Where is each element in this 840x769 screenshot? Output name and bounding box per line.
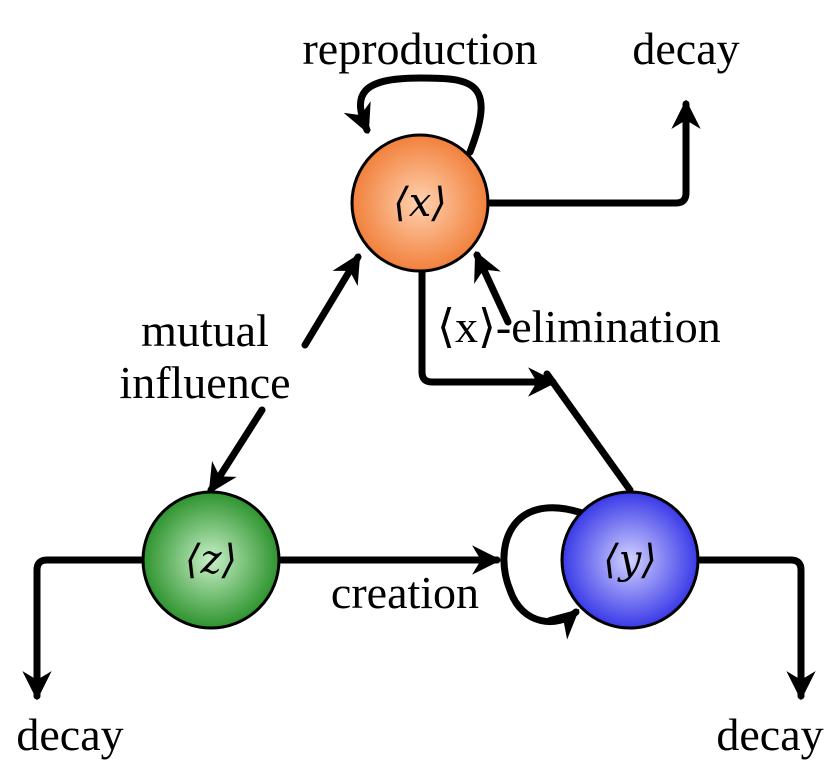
reproduction-label: reproduction bbox=[302, 23, 537, 74]
y-decay-arrow bbox=[696, 556, 816, 701]
node-x: ⟨x⟩ bbox=[350, 133, 490, 273]
decay-top-label: decay bbox=[632, 23, 739, 74]
node-y: ⟨y⟩ bbox=[560, 490, 700, 630]
node-z-label: ⟨z⟩ bbox=[185, 537, 237, 583]
x-elimination-to-x-arrow bbox=[473, 250, 512, 326]
x-to-elimination-path bbox=[418, 268, 558, 397]
y-self-loop-arrow bbox=[500, 504, 586, 640]
y-elimination-line bbox=[543, 370, 634, 494]
node-z: ⟨z⟩ bbox=[141, 490, 281, 630]
z-decay-arrow bbox=[22, 556, 147, 701]
x-elimination-label: ⟨x⟩-elimination bbox=[437, 301, 721, 352]
mutual-influence-to-z-arrow bbox=[207, 406, 266, 494]
decay-left-label: decay bbox=[16, 709, 123, 760]
creation-label: creation bbox=[331, 567, 479, 618]
influence-label: influence bbox=[119, 357, 290, 408]
node-x-label: ⟨x⟩ bbox=[393, 180, 447, 226]
node-y-label: ⟨y⟩ bbox=[603, 537, 657, 583]
mutual-label: mutual bbox=[141, 305, 269, 356]
reproduction-loop-arrow bbox=[343, 74, 485, 156]
decay-right-label: decay bbox=[716, 709, 823, 760]
mutual-influence-to-x-arrow bbox=[301, 253, 362, 349]
x-decay-arrow bbox=[486, 99, 701, 207]
